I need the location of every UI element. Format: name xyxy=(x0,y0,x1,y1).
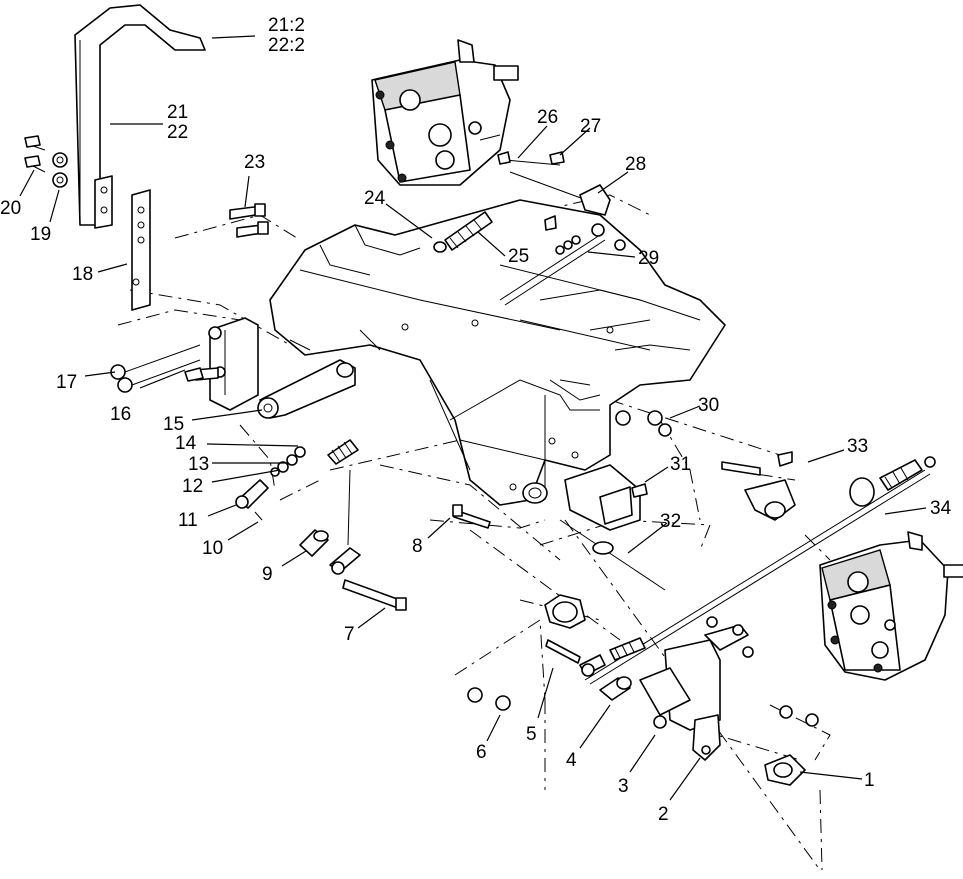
callout-15: 15 xyxy=(163,414,184,435)
fasteners-19-20 xyxy=(24,135,68,188)
callout-11: 11 xyxy=(178,510,198,531)
left-control-bracket xyxy=(110,317,356,419)
callout-27: 27 xyxy=(580,116,601,137)
callout-8: 8 xyxy=(412,536,423,557)
callout-32: 32 xyxy=(660,511,681,532)
left-linkage xyxy=(235,439,491,611)
callout-16: 16 xyxy=(110,404,131,425)
callout-30: 30 xyxy=(698,395,719,416)
frame-assembly xyxy=(269,199,726,531)
callout-22-2: 22:2 xyxy=(268,35,305,56)
callout-28: 28 xyxy=(625,154,646,175)
callout-4: 4 xyxy=(566,750,577,771)
callout-17: 17 xyxy=(56,372,77,393)
callout-3: 3 xyxy=(618,776,629,797)
callout-5: 5 xyxy=(526,724,537,745)
callout-14: 14 xyxy=(175,433,197,454)
callout-6: 6 xyxy=(476,742,487,763)
leader-lines xyxy=(19,35,927,801)
callout-7: 7 xyxy=(344,624,355,645)
callout-21-2: 21:2 xyxy=(268,15,305,36)
callout-labels: 21:2 22:2 21 22 23 20 19 18 17 16 15 14 … xyxy=(0,15,952,825)
callout-26: 26 xyxy=(537,107,558,128)
callout-23: 23 xyxy=(244,152,265,173)
callout-34: 34 xyxy=(930,498,952,519)
lower-right-bracket xyxy=(467,594,819,786)
callout-25: 25 xyxy=(508,246,529,267)
callout-13: 13 xyxy=(188,454,209,475)
handle-bracket xyxy=(131,189,151,311)
callout-24: 24 xyxy=(364,188,386,209)
callout-1: 1 xyxy=(864,770,875,791)
callout-22: 22 xyxy=(167,122,188,143)
callout-9: 9 xyxy=(262,564,273,585)
bolts-23 xyxy=(229,203,269,238)
callout-20: 20 xyxy=(0,198,21,219)
callout-33: 33 xyxy=(847,436,868,457)
control-handle xyxy=(74,4,206,229)
callout-2: 2 xyxy=(658,804,669,825)
callout-21: 21 xyxy=(167,102,188,123)
upper-linkage xyxy=(433,151,626,306)
right-linkage xyxy=(559,410,936,685)
callout-31: 31 xyxy=(670,454,691,475)
callout-29: 29 xyxy=(638,248,659,269)
hydraulic-pump-upper xyxy=(371,39,519,186)
hydraulic-pump-lower xyxy=(819,531,963,681)
callout-18: 18 xyxy=(72,264,93,285)
callout-12: 12 xyxy=(182,476,203,497)
callout-19: 19 xyxy=(30,224,51,245)
callout-10: 10 xyxy=(202,538,223,559)
